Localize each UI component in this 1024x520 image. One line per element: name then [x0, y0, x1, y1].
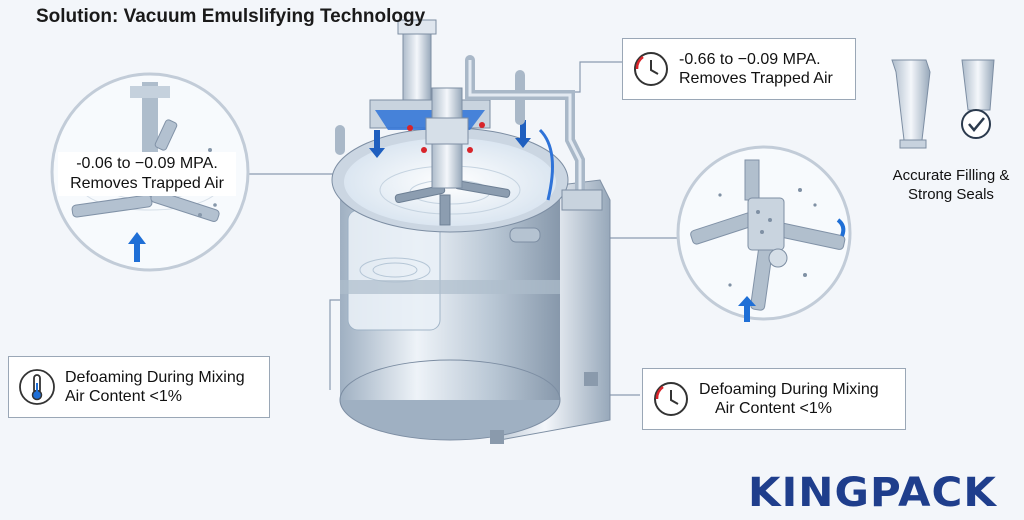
label-line-1: -0.06 to −0.09 MPA. [76, 155, 218, 172]
callout-vacuum-pressure: -0.66 to −0.09 MPA. Removes Trapped Air [622, 38, 856, 100]
product-caption: Accurate Filling & Strong Seals [878, 166, 1024, 204]
callout-line-1: Defoaming During Mixing [699, 381, 879, 398]
callout-line-1: Defoaming During Mixing [65, 369, 245, 386]
product-line-2: Strong Seals [908, 186, 994, 203]
callout-line-2: Air Content <1% [715, 400, 832, 417]
callout-defoaming-right: Defoaming During Mixing Air Content <1% [642, 368, 906, 430]
callout-defoaming-left: Defoaming During Mixing Air Content <1% [8, 356, 270, 418]
callout-line-2: Removes Trapped Air [679, 70, 833, 87]
clock-icon [634, 52, 668, 86]
page-title: Solution: Vacuum Emulslifying Technology [36, 6, 426, 27]
callout-line-1: -0.66 to −0.09 MPA. [679, 51, 821, 68]
thermometer-icon [19, 369, 55, 405]
clock-icon [654, 382, 688, 416]
product-line-1: Accurate Filling & [892, 167, 1010, 184]
label-line-2: Removes Trapped Air [70, 175, 224, 192]
callout-line-2: Air Content <1% [65, 388, 182, 405]
left-zoom-label: -0.06 to −0.09 MPA. Removes Trapped Air [58, 152, 236, 196]
brand-logo: KINGPACK [748, 470, 997, 516]
